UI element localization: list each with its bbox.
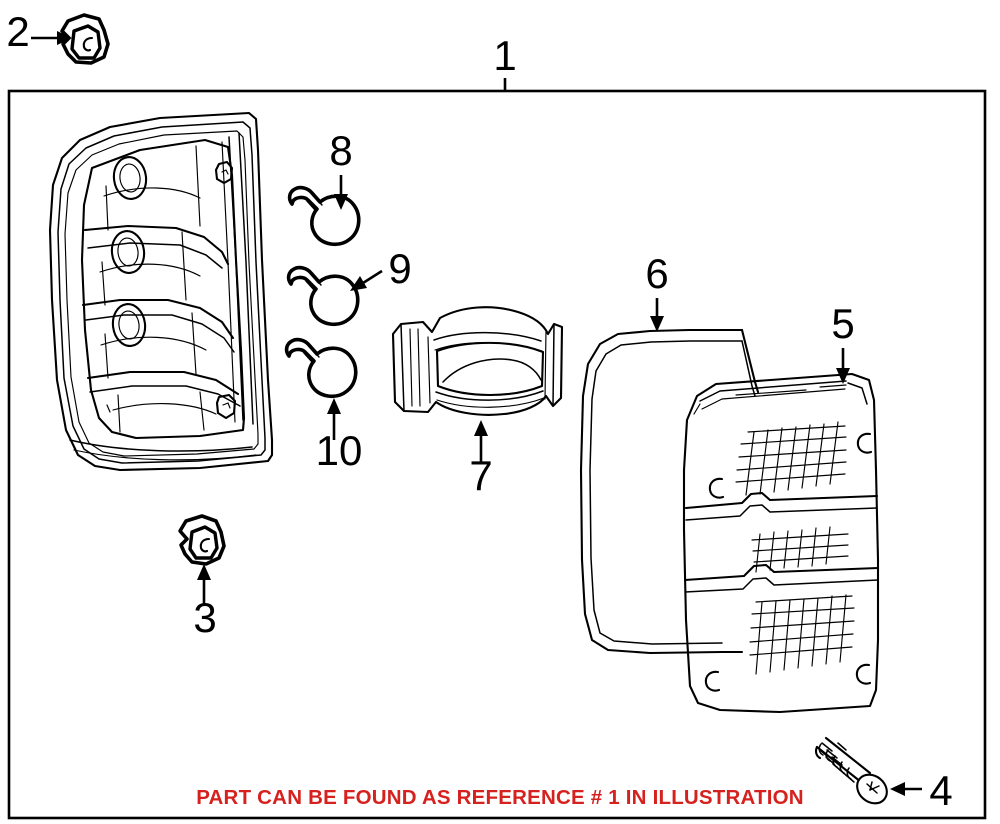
- callout-label-10: 10: [316, 427, 363, 474]
- part-bulb-middle: [286, 265, 360, 327]
- leader-7: [474, 420, 488, 464]
- part-grommet-upper: [60, 13, 110, 65]
- callout-label-6: 6: [645, 250, 668, 297]
- leader-10: [327, 398, 341, 440]
- callout-label-3: 3: [193, 594, 216, 641]
- leader-8: [334, 175, 348, 210]
- callout-label-8: 8: [329, 127, 352, 174]
- part-bulb-lower: [284, 337, 358, 399]
- leader-9: [350, 269, 383, 291]
- part-tail-lamp-lens: [682, 372, 880, 714]
- lens-reflector-grid-bottom: [749, 594, 855, 675]
- lens-reflector-grid-top: [735, 421, 847, 496]
- leader-4: [890, 782, 922, 796]
- callout-label-4: 4: [929, 767, 952, 814]
- assembly-frame-box: [7, 89, 987, 820]
- part-grommet-lower: [178, 514, 226, 566]
- leader-6: [650, 298, 664, 332]
- callout-label-1: 1: [493, 32, 516, 79]
- callout-label-2: 2: [6, 8, 29, 55]
- callout-label-7: 7: [469, 452, 492, 499]
- leader-5: [836, 348, 850, 384]
- part-gasket-seal: [579, 328, 760, 655]
- part-bulb-upper: [287, 185, 361, 247]
- part-tail-lamp-housing: [48, 111, 274, 472]
- leader-2: [31, 31, 72, 45]
- part-mounting-screw: [814, 736, 888, 805]
- callout-label-9: 9: [388, 245, 411, 292]
- lens-reflector-grid-middle: [751, 526, 849, 573]
- part-bulb-socket: [391, 306, 564, 416]
- callout-label-5: 5: [831, 300, 854, 347]
- leader-3: [197, 564, 211, 606]
